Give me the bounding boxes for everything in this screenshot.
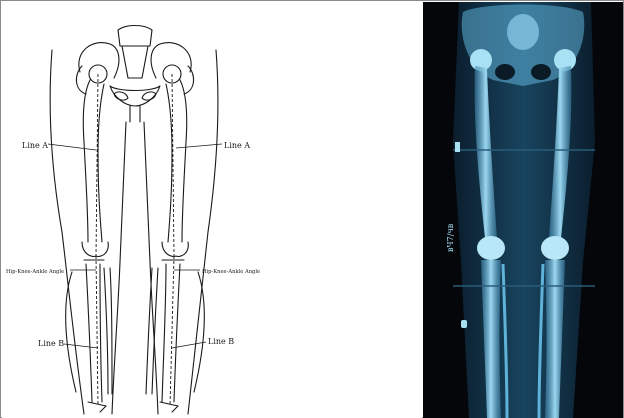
xray-knee-right — [477, 236, 505, 260]
xray-panel: вЧ7/чв — [423, 2, 623, 418]
xray-image: вЧ7/чв — [423, 2, 623, 418]
xray-marker-text: вЧ7/чв — [446, 223, 455, 252]
greater-trochanter-left — [184, 66, 194, 94]
xray-marker-square — [455, 142, 460, 152]
label-hka-right: Hip-Knee-Ankle Angle — [6, 269, 64, 275]
lower-limb-diagram: Line A Line A Hip-Knee-Ankle Angle Hip-K… — [2, 2, 422, 418]
label-line-a-left: Line A — [224, 141, 250, 150]
sacrum-top — [118, 26, 152, 47]
calf-outline-left — [194, 272, 204, 392]
calf-outline-right — [66, 272, 76, 392]
xray-marker-dot — [461, 320, 467, 328]
body-outline-left-side — [50, 50, 84, 414]
lower-limb-drawing-panel: Line A Line A Hip-Knee-Ankle Angle Hip-K… — [2, 2, 422, 418]
inner-thigh-right — [112, 122, 126, 414]
pelvis-iliac-right — [79, 43, 119, 78]
leader-line-b-left — [172, 342, 206, 348]
label-hka-left: Hip-Knee-Ankle Angle — [202, 269, 260, 275]
xray-obturator-right — [495, 64, 515, 80]
leader-line-b-right — [64, 344, 98, 348]
pubic-ring — [110, 86, 160, 106]
xray-sacrum — [507, 14, 539, 50]
label-line-a-right: Line A — [22, 141, 48, 150]
xray-obturator-left — [531, 64, 551, 80]
leader-line-a-right — [48, 144, 96, 150]
femur-left — [162, 80, 188, 256]
inner-thigh-left — [144, 122, 158, 414]
line-b-axis-right — [96, 256, 98, 406]
label-line-b-right: Line B — [38, 339, 64, 348]
label-line-b-left: Line B — [208, 337, 234, 346]
body-outline-right-side — [188, 50, 218, 414]
fibula-right — [104, 268, 112, 394]
pelvis-iliac-left — [151, 43, 191, 78]
greater-trochanter-right — [76, 66, 86, 94]
leader-line-a-left — [176, 144, 222, 148]
line-b-axis-left — [170, 256, 174, 406]
xray-knee-left — [541, 236, 569, 260]
pubic-symphysis — [130, 106, 140, 122]
sacrum — [122, 46, 148, 78]
femur-right — [82, 80, 108, 256]
tibia-right — [84, 260, 106, 412]
